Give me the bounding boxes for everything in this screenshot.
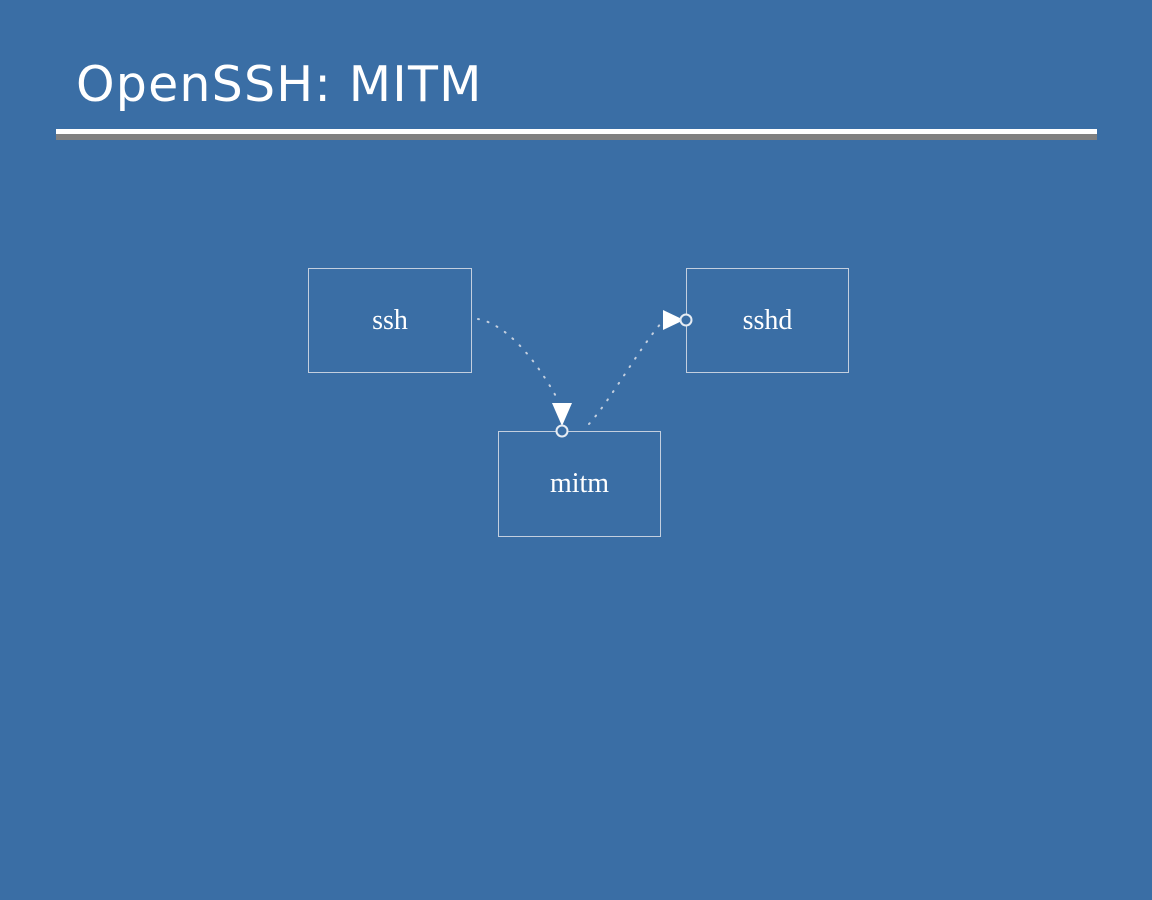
node-mitm-label: mitm [549, 468, 610, 499]
edge-ssh-to-mitm-arrowhead [552, 403, 572, 426]
title-divider [56, 129, 1097, 140]
node-sshd[interactable]: sshd [686, 268, 849, 373]
edge-ssh-to-mitm [477, 318, 572, 438]
edge-ssh-to-mitm-line [477, 318, 559, 401]
node-ssh-label: ssh [372, 304, 408, 336]
page-title: OpenSSH: MITM [76, 56, 483, 113]
title-divider-highlight [56, 129, 1097, 134]
title-divider-shadow [56, 134, 1097, 140]
edge-mitm-to-sshd-line [588, 321, 663, 425]
node-ssh[interactable]: ssh [308, 268, 472, 373]
node-sshd-label: sshd [742, 304, 793, 336]
edge-mitm-to-sshd [588, 310, 693, 425]
node-mitm[interactable]: mitm [498, 431, 661, 537]
edge-mitm-to-sshd-arrowhead [663, 310, 684, 330]
